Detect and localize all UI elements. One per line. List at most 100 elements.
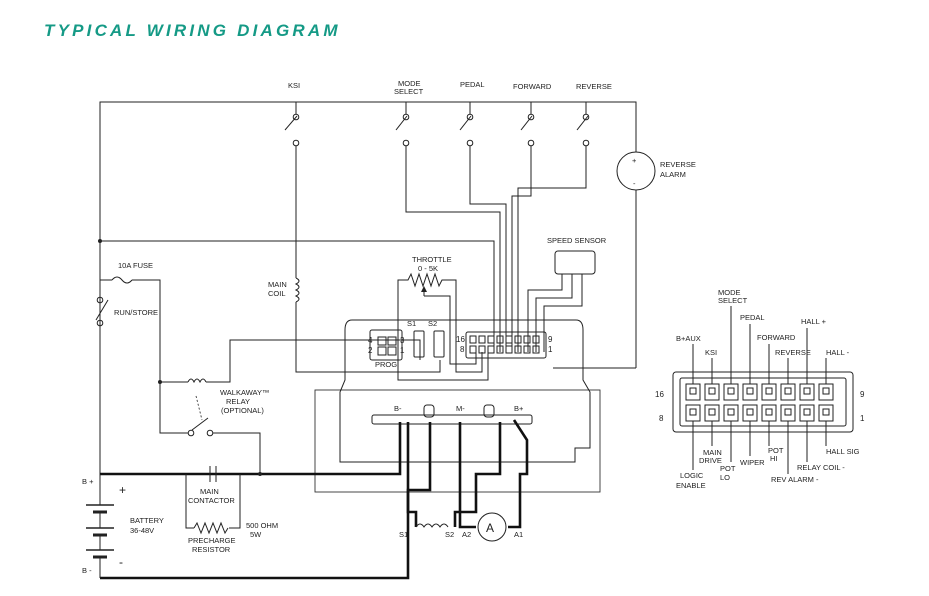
svg-text:KSI: KSI: [288, 81, 300, 90]
power-wiring: [100, 419, 529, 580]
mode-select-switch: MODE SELECT: [394, 79, 501, 352]
reverse-alarm: + - REVERSE ALARM: [616, 151, 696, 191]
svg-text:B+: B+: [514, 404, 524, 413]
svg-text:SELECT: SELECT: [394, 87, 424, 96]
svg-text:REV ALARM -: REV ALARM -: [771, 475, 819, 484]
svg-text:0 - 5K: 0 - 5K: [418, 264, 438, 273]
svg-text:DRIVE: DRIVE: [699, 456, 722, 465]
svg-text:S2: S2: [428, 319, 437, 328]
svg-text:A1: A1: [514, 530, 523, 539]
svg-text:REVERSE: REVERSE: [775, 348, 811, 357]
svg-text:SPEED SENSOR: SPEED SENSOR: [547, 236, 607, 245]
svg-text:THROTTLE: THROTTLE: [412, 255, 452, 264]
speed-sensor: SPEED SENSOR: [527, 236, 607, 352]
svg-text:36-48V: 36-48V: [130, 526, 154, 535]
svg-text:MAIN: MAIN: [200, 487, 219, 496]
svg-text:M-: M-: [456, 404, 465, 413]
svg-text:5W: 5W: [250, 530, 262, 539]
svg-text:SELECT: SELECT: [718, 296, 748, 305]
svg-text:HALL SIG: HALL SIG: [826, 447, 860, 456]
svg-text:S2: S2: [445, 530, 454, 539]
svg-text:RELAY COIL -: RELAY COIL -: [797, 463, 845, 472]
svg-text:RESISTOR: RESISTOR: [192, 545, 231, 554]
svg-text:FORWARD: FORWARD: [757, 333, 796, 342]
svg-text:S1: S1: [407, 319, 416, 328]
reverse-alarm-label: REVERSE: [660, 160, 696, 169]
svg-text:16: 16: [655, 390, 664, 399]
controller-connector-pins: [469, 335, 540, 354]
svg-text:B +: B +: [82, 477, 94, 486]
svg-text:COIL: COIL: [268, 289, 286, 298]
reverse-switch: REVERSE: [517, 82, 612, 352]
svg-text:1: 1: [400, 346, 405, 355]
svg-text:3: 3: [400, 336, 405, 345]
svg-text:RUN/STORE: RUN/STORE: [114, 308, 158, 317]
svg-text:LO: LO: [720, 473, 730, 482]
svg-text:B+AUX: B+AUX: [676, 334, 701, 343]
svg-text:LOGIC: LOGIC: [680, 471, 704, 480]
main-contactor: MAIN CONTACTOR PRECHARGE RESISTOR 500 OH…: [185, 466, 278, 554]
svg-text:-: -: [119, 555, 123, 569]
connector-detail: 16 9 8 1: [655, 288, 865, 490]
motor: S1 S2 A2 A1 A: [399, 512, 523, 542]
svg-text:KSI: KSI: [705, 348, 717, 357]
svg-text:PRECHARGE: PRECHARGE: [188, 536, 236, 545]
svg-text:CONTACTOR: CONTACTOR: [188, 496, 235, 505]
svg-text:HI: HI: [770, 454, 778, 463]
svg-text:10A FUSE: 10A FUSE: [118, 261, 153, 270]
page-title: TYPICAL WIRING DIAGRAM: [44, 21, 341, 40]
svg-text:FORWARD: FORWARD: [513, 82, 552, 91]
prog-port-label: PROG.: [375, 360, 399, 369]
svg-text:POT: POT: [720, 464, 736, 473]
svg-text:+: +: [632, 156, 637, 165]
svg-text:MAIN: MAIN: [268, 280, 287, 289]
svg-text:4: 4: [368, 336, 373, 345]
pedal-switch: PEDAL: [459, 80, 507, 352]
svg-text:A2: A2: [462, 530, 471, 539]
svg-text:RELAY: RELAY: [226, 397, 250, 406]
svg-text:(OPTIONAL): (OPTIONAL): [221, 406, 264, 415]
svg-text:-: -: [633, 179, 636, 188]
svg-text:B -: B -: [82, 566, 92, 575]
svg-text:MAIN: MAIN: [703, 448, 722, 457]
svg-text:WIPER: WIPER: [740, 458, 765, 467]
throttle-pot: THROTTLE 0 - 5K: [397, 255, 489, 381]
svg-text:HALL -: HALL -: [826, 348, 850, 357]
svg-text:1: 1: [860, 414, 865, 423]
battery: B + B - + - BATTERY 36-48V: [82, 474, 164, 578]
main-coil: MAIN COIL: [268, 277, 441, 373]
svg-text:16: 16: [456, 335, 465, 344]
svg-text:9: 9: [860, 390, 865, 399]
forward-switch: FORWARD: [511, 82, 552, 352]
svg-text:B-: B-: [394, 404, 402, 413]
svg-text:MODE: MODE: [718, 288, 741, 297]
svg-text:8: 8: [659, 414, 664, 423]
svg-text:PEDAL: PEDAL: [740, 313, 765, 322]
svg-text:BATTERY: BATTERY: [130, 516, 164, 525]
svg-text:2: 2: [368, 346, 373, 355]
svg-text:9: 9: [548, 335, 553, 344]
svg-text:1: 1: [548, 345, 553, 354]
svg-text:500 OHM: 500 OHM: [246, 521, 278, 530]
top-rail: [98, 101, 637, 478]
controller-body: 4 3 2 1 PROG. S1 S2 16 9 8: [314, 319, 601, 493]
svg-text:+: +: [119, 483, 126, 497]
b-aux-wire: [100, 240, 495, 352]
svg-text:WALKAWAY™: WALKAWAY™: [220, 388, 269, 397]
svg-text:ALARM: ALARM: [660, 170, 686, 179]
connector-pin-grid: [685, 383, 834, 422]
svg-text:HALL +: HALL +: [801, 317, 827, 326]
svg-text:POT: POT: [768, 446, 784, 455]
svg-text:8: 8: [460, 345, 465, 354]
walkaway-relay: WALKAWAY™ RELAY (OPTIONAL): [159, 339, 421, 474]
fuse-run-store: 10A FUSE RUN/STORE: [95, 241, 162, 384]
svg-text:ENABLE: ENABLE: [676, 481, 706, 490]
svg-text:MODE: MODE: [398, 79, 421, 88]
svg-text:S1: S1: [399, 530, 408, 539]
svg-text:REVERSE: REVERSE: [576, 82, 612, 91]
ksi-switch: KSI: [284, 81, 300, 278]
armature-label: A: [486, 521, 494, 535]
svg-text:PEDAL: PEDAL: [460, 80, 485, 89]
